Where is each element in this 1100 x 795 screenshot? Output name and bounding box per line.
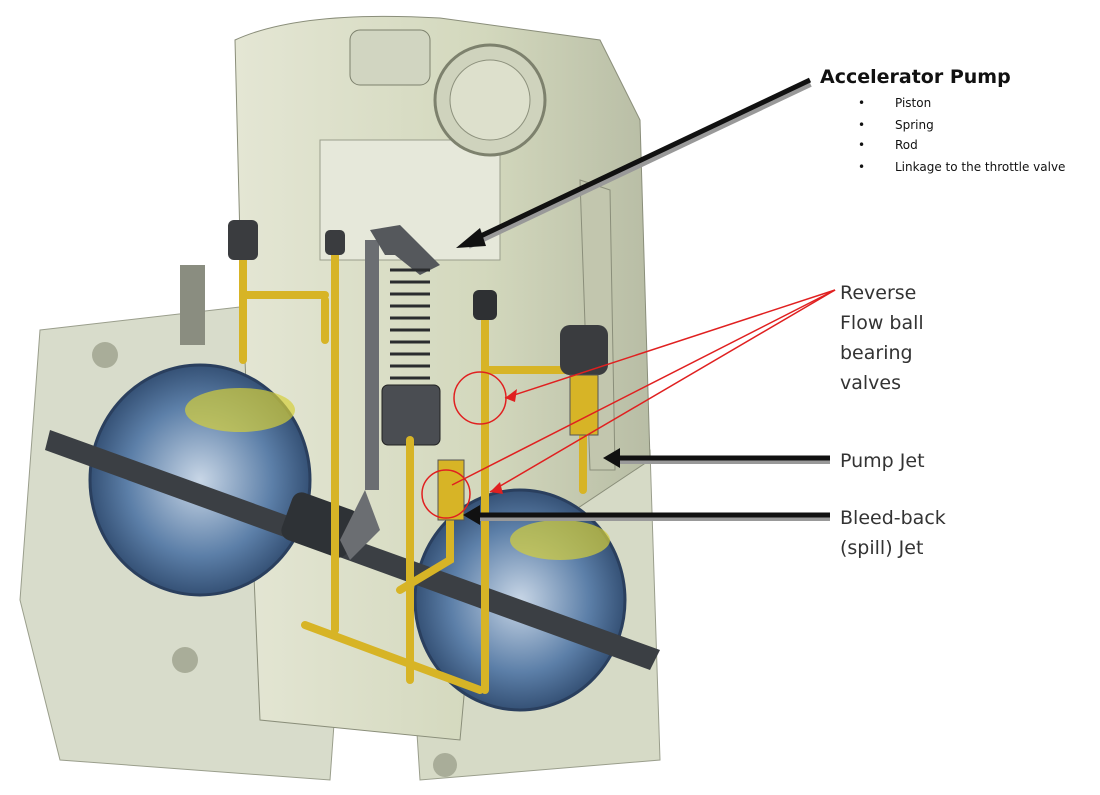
idle-screw xyxy=(180,265,205,345)
pump-jet xyxy=(569,374,599,436)
reverse-flow-line: Reverse xyxy=(840,282,917,304)
passage-plug xyxy=(325,230,345,255)
reverse-flow-line: Flow ball xyxy=(840,312,924,334)
mounting-hole xyxy=(433,753,457,777)
pump-part-label: Piston xyxy=(895,96,932,110)
mounting-hole xyxy=(92,342,118,368)
accelerator-pump-arrow xyxy=(466,79,812,249)
reverse-flow-callouts xyxy=(421,289,836,519)
bleed-back-jet xyxy=(437,459,465,521)
bullet-icon: • xyxy=(858,96,866,110)
pump-jet-label: Pump Jet xyxy=(840,450,925,472)
red-arrowhead xyxy=(505,389,517,402)
pump-part-label: Spring xyxy=(895,118,934,132)
pump-piston xyxy=(381,384,441,446)
mounting-hole xyxy=(172,647,198,673)
pump-jet-cap xyxy=(560,325,608,375)
jet-screw xyxy=(228,220,258,260)
pump-lever xyxy=(370,225,440,275)
reverse-flow-line: bearing xyxy=(840,342,913,364)
red-arrowhead xyxy=(490,482,503,494)
accelerator-pump-title: Accelerator Pump xyxy=(820,66,1011,88)
pump-part-label: Rod xyxy=(895,138,918,152)
leader-arrows xyxy=(456,77,830,525)
pump-rod xyxy=(365,240,379,490)
bleed-back-line: Bleed-back xyxy=(840,507,946,529)
bleed-back-line: (spill) Jet xyxy=(840,537,924,559)
reverse-flow-line: valves xyxy=(840,372,901,394)
bullet-icon: • xyxy=(858,138,866,152)
fuel-inlet-nut xyxy=(349,29,431,86)
pump-spring xyxy=(390,268,430,380)
reverse-flow-label: Reverse Flow ball bearing valves xyxy=(840,278,924,398)
throttle-lever xyxy=(281,492,359,558)
throttle-linkage xyxy=(340,490,380,560)
passage-plug xyxy=(473,290,497,320)
pump-part-label: Linkage to the throttle valve xyxy=(895,160,1066,174)
bullet-icon: • xyxy=(858,160,866,174)
bleed-back-label: Bleed-back (spill) Jet xyxy=(840,503,946,563)
bullet-icon: • xyxy=(858,118,866,132)
